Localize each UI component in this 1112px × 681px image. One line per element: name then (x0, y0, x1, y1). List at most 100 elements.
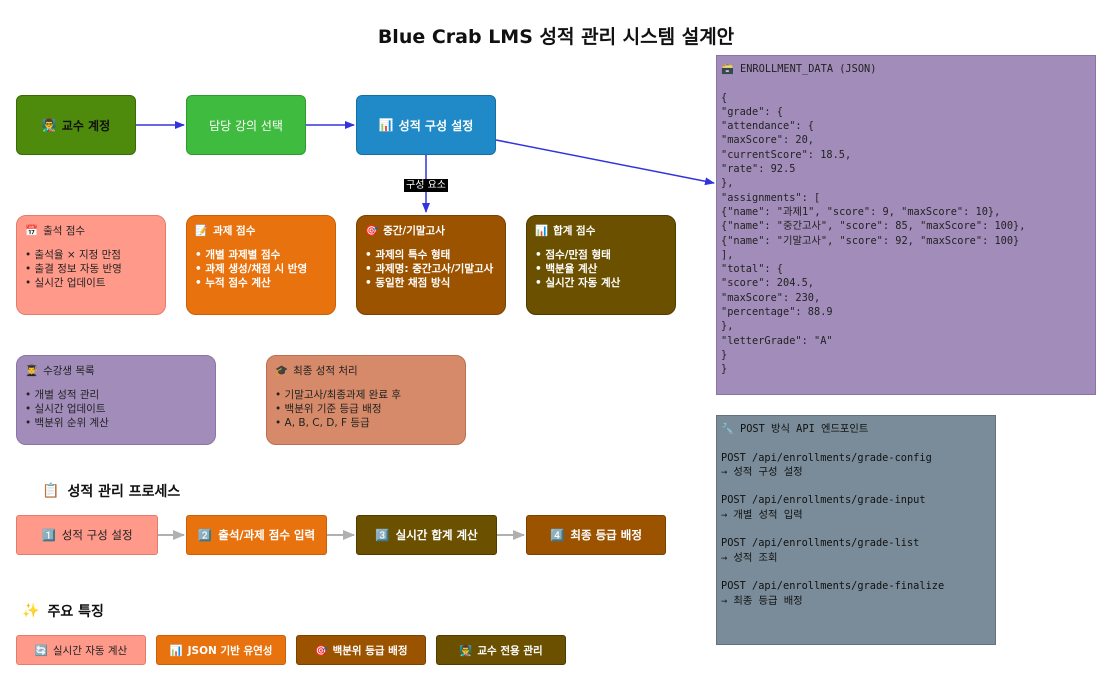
process-step-2[interactable]: 2️⃣ 출석/과제 점수 입력 (186, 515, 327, 555)
api-box-title: POST 방식 API 엔드포인트 (740, 423, 869, 435)
code-line: ​ (721, 479, 991, 493)
code-line: ​ (721, 522, 991, 536)
exam-score-card: 🎯 중간/기말고사 • 과제의 특수 형태 • 과제명: 중간고사/기말고사 • … (356, 215, 506, 315)
code-line: POST /api/enrollments/grade-finalize (721, 580, 945, 593)
code-line: "maxScore": 230, (721, 291, 821, 304)
arrow-config-to-json (495, 139, 715, 186)
file-box-icon: 🗃️ (721, 63, 734, 75)
clipboard-icon: 📋 (42, 483, 60, 499)
card-item: • 과제명: 중간고사/기말고사 (365, 263, 494, 275)
page-title: Blue Crab LMS 성적 관리 시스템 설계안 (377, 26, 735, 48)
card-item: • 누적 점수 계산 (195, 277, 271, 289)
code-line: }, (721, 320, 734, 333)
target-icon: 🎯 (365, 225, 379, 237)
enrollment-json-box: 🗃️ ENROLLMENT_DATA (JSON) ​ {"grade": {"… (716, 55, 1096, 395)
code-line: → 성적 조회 (721, 551, 778, 564)
feature-label: 실시간 자동 계산 (52, 644, 128, 657)
code-line: } (721, 348, 728, 361)
feature-label: 백분위 등급 배정 (332, 644, 408, 657)
feature-json: 📊 JSON 기반 유연성 (156, 635, 286, 665)
step-label: 성적 구성 설정 (61, 528, 133, 542)
code-line: → 성적 구성 설정 (721, 465, 803, 478)
code-line: ], (721, 248, 734, 261)
card-item: • 개별 성적 관리 (25, 389, 100, 401)
api-lines: POST /api/enrollments/grade-config→ 성적 구… (721, 451, 991, 608)
bar-chart-icon: 📊 (535, 225, 549, 237)
card-item: • 기말고사/최종과제 완료 후 (275, 389, 402, 401)
code-line: {"name": "과제1", "score": 9, "maxScore": … (721, 205, 1001, 218)
professor-account-label: 교수 계정 (61, 118, 111, 133)
feature-professor-only: 👨‍🏫 교수 전용 관리 (436, 635, 566, 665)
card-item: • A, B, C, D, F 등급 (275, 417, 370, 429)
process-step-3[interactable]: 3️⃣ 실시간 합계 계산 (356, 515, 497, 555)
code-line: {"name": "기말고사", "score": 92, "maxScore"… (721, 234, 1020, 247)
keycap-2-icon: 2️⃣ (197, 528, 213, 542)
assignment-score-card: 📝 과제 점수 • 개별 과제별 점수 • 과제 생성/채점 시 반영 • 누적 … (186, 215, 336, 315)
card-title: 중간/기말고사 (383, 225, 445, 237)
code-line: POST /api/enrollments/grade-list (721, 537, 920, 550)
card-title: 최종 성적 처리 (293, 365, 358, 377)
bar-chart-icon: 📊 (169, 644, 183, 657)
card-title: 합계 점수 (553, 225, 596, 237)
keycap-4-icon: 4️⃣ (550, 528, 565, 542)
card-item: • 점수/만점 형태 (535, 249, 611, 261)
code-line: }, (721, 177, 734, 190)
features-title: 주요 특징 (47, 604, 104, 620)
code-line: } (721, 363, 728, 376)
code-line: "assignments": [ (721, 191, 821, 204)
feature-label: JSON 기반 유연성 (187, 644, 273, 657)
card-item: • 실시간 업데이트 (25, 403, 106, 415)
grade-config-label: 성적 구성 설정 (398, 118, 474, 133)
code-line: "total": { (721, 263, 783, 276)
card-title: 과제 점수 (213, 225, 256, 237)
json-box-title: ENROLLMENT_DATA (JSON) (740, 63, 877, 75)
feature-realtime: 🔄 실시간 자동 계산 (16, 635, 146, 665)
code-line: {"name": "중간고사", "score": 85, "maxScore"… (721, 220, 1026, 233)
edge-label: 구성 요소 (404, 179, 448, 192)
json-box-header: 🗃️ ENROLLMENT_DATA (JSON) (721, 62, 1091, 76)
code-line: → 개별 성적 입력 (721, 508, 803, 521)
card-title: 수강생 목록 (43, 365, 95, 377)
json-lines: {"grade": {"attendance": {"maxScore": 20… (721, 91, 1091, 377)
card-item: • 백분위 기준 등급 배정 (275, 403, 382, 415)
grade-config-node[interactable]: 📊 성적 구성 설정 (356, 95, 496, 155)
target-icon: 🎯 (314, 644, 328, 657)
professor-icon: 👨‍🏫 (41, 118, 57, 132)
professor-icon: 👨‍🏫 (459, 644, 473, 657)
step-label: 실시간 합계 계산 (395, 528, 478, 542)
student-icon: 👨‍🎓 (25, 365, 39, 377)
code-line: "score": 204.5, (721, 277, 814, 290)
total-score-card: 📊합계 점수 • 점수/만점 형태 • 백분율 계산 • 실시간 자동 계산 (526, 215, 676, 315)
code-line: POST /api/enrollments/grade-input (721, 494, 926, 507)
card-item: • 실시간 업데이트 (25, 277, 106, 289)
card-item: • 과제 생성/채점 시 반영 (195, 263, 308, 275)
code-line: "currentScore": 18.5, (721, 148, 852, 161)
memo-icon: 📝 (195, 225, 209, 237)
process-heading: 📋 성적 관리 프로세스 (42, 481, 180, 501)
course-select-label: 담당 강의 선택 (209, 118, 283, 133)
card-item: • 실시간 자동 계산 (535, 277, 621, 289)
card-item: • 과제의 특수 형태 (365, 249, 451, 261)
code-line: "letterGrade": "A" (721, 334, 833, 347)
api-box-header: 🔧 POST 방식 API 엔드포인트 (721, 422, 991, 436)
code-line: "attendance": { (721, 120, 814, 133)
refresh-icon: 🔄 (34, 644, 48, 657)
card-title: 출석 점수 (43, 225, 86, 237)
code-line: → 최종 등급 배정 (721, 594, 803, 607)
code-line: "maxScore": 20, (721, 134, 814, 147)
step-label: 최종 등급 배정 (570, 528, 642, 542)
course-select-node[interactable]: 담당 강의 선택 (186, 95, 306, 155)
sparkles-icon: ✨ (22, 603, 40, 619)
code-line: "percentage": 88.9 (721, 306, 833, 319)
keycap-1-icon: 1️⃣ (41, 528, 56, 542)
card-item: • 개별 과제별 점수 (195, 249, 281, 261)
process-step-1[interactable]: 1️⃣ 성적 구성 설정 (16, 515, 158, 555)
code-line: POST /api/enrollments/grade-config (721, 451, 932, 464)
step-label: 출석/과제 점수 입력 (218, 528, 316, 542)
card-item: • 백분위 순위 계산 (25, 417, 109, 429)
professor-account-node[interactable]: 👨‍🏫 교수 계정 (16, 95, 136, 155)
process-step-4[interactable]: 4️⃣ 최종 등급 배정 (526, 515, 666, 555)
features-heading: ✨ 주요 특징 (22, 601, 104, 621)
code-line: { (721, 91, 728, 104)
card-item: • 동일한 채점 방식 (365, 277, 451, 289)
